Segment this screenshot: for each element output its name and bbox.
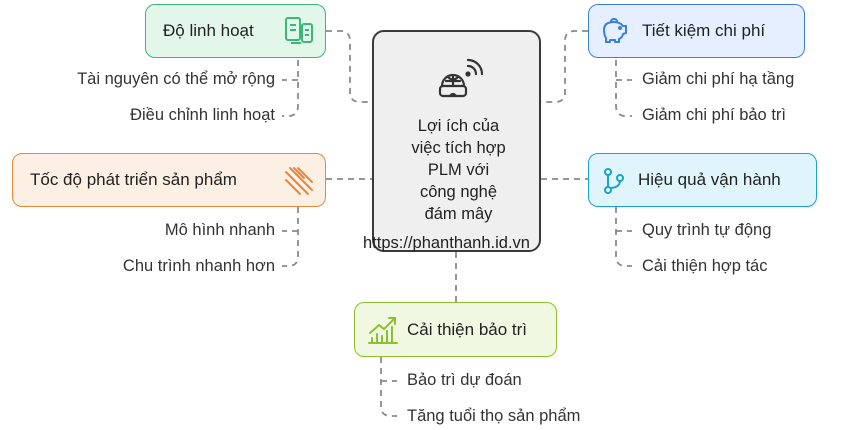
branch-maintenance-title: Cải thiện bảo trì bbox=[407, 319, 528, 339]
branch-cost-title: Tiết kiệm chi phí bbox=[642, 21, 766, 40]
cost-item-2: Giảm chi phí bảo trì bbox=[642, 106, 786, 124]
branch-flexibility-title: Độ linh hoạt bbox=[163, 21, 254, 40]
branch-flexibility: Độ linh hoạt bbox=[145, 4, 326, 58]
branch-maintenance: Cải thiện bảo trì bbox=[354, 302, 557, 357]
source-url: https://phanthanh.id.vn bbox=[363, 234, 530, 252]
piggy-bank-icon bbox=[603, 18, 627, 43]
cost-item-1: Giảm chi phí hạ tầng bbox=[642, 70, 795, 88]
efficiency-item-1: Quy trình tự động bbox=[642, 221, 772, 239]
speed-item-2: Chu trình nhanh hơn bbox=[122, 257, 275, 275]
growth-chart-icon bbox=[368, 317, 398, 344]
branch-speed: Tốc độ phát triển sản phẩm bbox=[12, 153, 326, 207]
speed-lines-icon bbox=[285, 167, 313, 195]
flexibility-item-1: Tài nguyên có thể mở rộng bbox=[77, 70, 275, 88]
central-topic-label: Lợi ích của việc tích hợp PLM với công n… bbox=[411, 117, 506, 223]
branch-speed-title: Tốc độ phát triển sản phẩm bbox=[30, 170, 237, 189]
branch-flow-icon bbox=[604, 168, 624, 194]
speed-item-1: Mô hình nhanh bbox=[164, 221, 275, 239]
flexibility-item-2: Điều chỉnh linh hoạt bbox=[130, 106, 275, 124]
branch-efficiency: Hiệu quả vận hành bbox=[588, 153, 817, 207]
vr-cloud-icon bbox=[438, 58, 484, 98]
efficiency-item-2: Cải thiện hợp tác bbox=[642, 257, 768, 275]
branch-efficiency-title: Hiệu quả vận hành bbox=[638, 170, 781, 189]
branch-cost: Tiết kiệm chi phí bbox=[588, 4, 805, 58]
maintenance-item-1: Bảo trì dự đoán bbox=[407, 371, 522, 389]
central-topic-node: Lợi ích của việc tích hợp PLM với công n… bbox=[372, 30, 541, 252]
devices-icon bbox=[285, 17, 313, 44]
maintenance-item-2: Tăng tuổi thọ sản phẩm bbox=[407, 407, 581, 425]
